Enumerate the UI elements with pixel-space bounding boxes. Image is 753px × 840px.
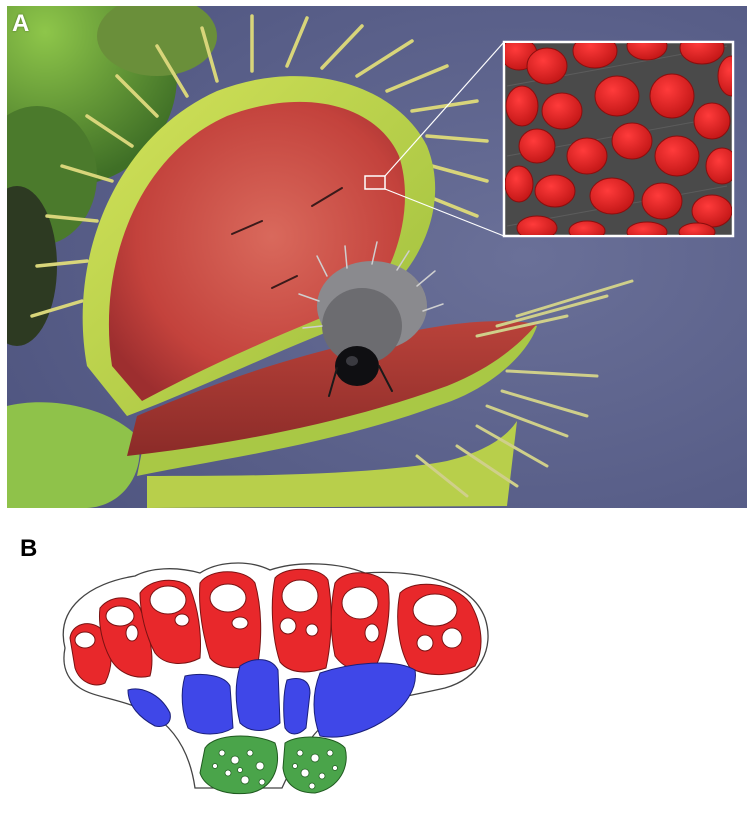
upper-lobe-interior xyxy=(108,101,406,401)
lower-lobe-base xyxy=(147,421,517,508)
callout-line-bottom xyxy=(384,188,505,237)
panel-a-photo xyxy=(7,6,747,508)
moss xyxy=(7,6,217,346)
blue-cell-1 xyxy=(127,688,171,727)
trigger-hairs xyxy=(231,187,343,289)
magnification-marker xyxy=(364,175,386,190)
panel-label-b: B xyxy=(20,535,38,562)
blue-cell-5 xyxy=(313,662,416,738)
green-cell-1 xyxy=(199,735,279,795)
lower-lobe-cilia xyxy=(415,279,634,498)
upper-lobe-cilia xyxy=(30,14,489,318)
venus-flytrap-photo xyxy=(7,6,747,508)
vacuoles xyxy=(74,579,463,652)
inset-micrograph xyxy=(502,40,735,238)
callout-line-top xyxy=(384,41,505,177)
leaf-lower-left xyxy=(7,402,140,508)
blue-stalk-cells xyxy=(127,659,416,738)
blue-cell-2 xyxy=(181,673,234,735)
blue-cell-4 xyxy=(283,678,311,735)
panel-b-diagram xyxy=(0,548,520,808)
gland-cross-section xyxy=(62,562,489,795)
blue-cell-3 xyxy=(235,659,281,731)
captured-insect xyxy=(298,241,444,397)
panel-label-a: A xyxy=(12,10,30,37)
green-basal-cells xyxy=(199,735,347,795)
